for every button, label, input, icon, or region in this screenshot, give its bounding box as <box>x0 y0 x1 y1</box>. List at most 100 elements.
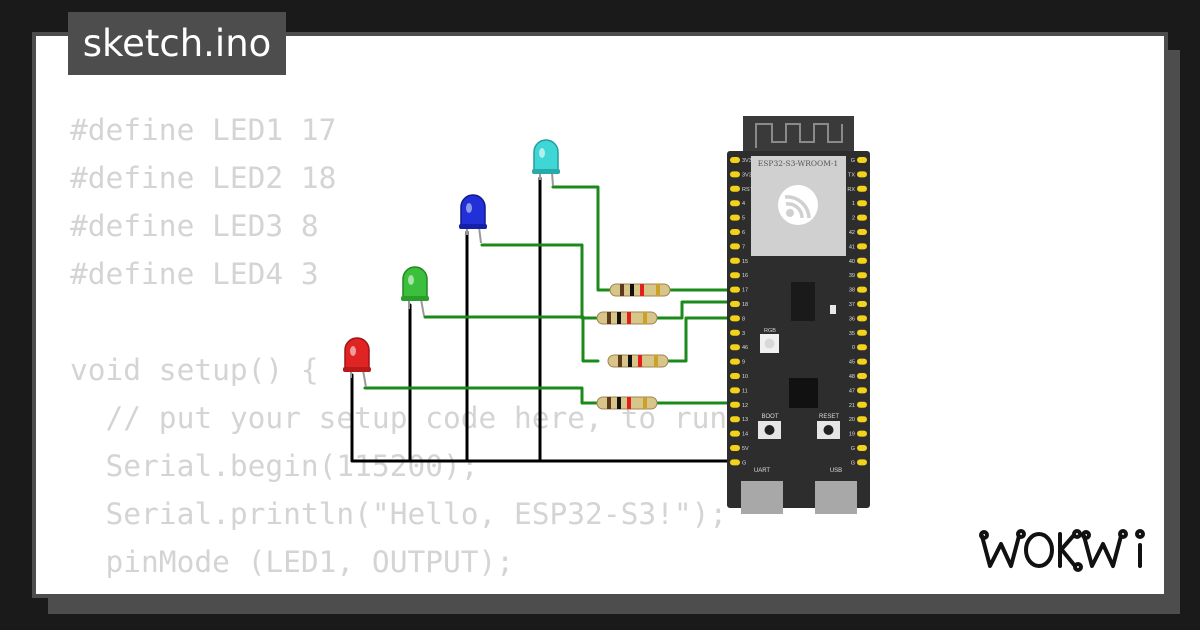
header-pin[interactable] <box>730 344 740 351</box>
header-pin[interactable] <box>730 416 740 423</box>
pin-label: 2 <box>852 216 855 222</box>
pin-label: G <box>851 460 855 466</box>
code-line: pinMode (LED1, OUTPUT); <box>70 545 515 579</box>
pin-label: 47 <box>849 388 855 394</box>
header-pin[interactable] <box>857 459 867 466</box>
header-pin[interactable] <box>857 445 867 451</box>
header-pin[interactable] <box>857 315 867 322</box>
header-pin[interactable] <box>730 401 740 408</box>
header-pin[interactable] <box>730 171 740 178</box>
pin-label: 3V3 <box>742 172 752 178</box>
header-pin[interactable] <box>857 401 867 408</box>
pin-label: 39 <box>849 273 855 279</box>
header-pin[interactable] <box>730 286 740 293</box>
boot-button[interactable] <box>758 421 781 439</box>
header-pin[interactable] <box>857 185 867 192</box>
code-line: pinMode (LED2, OUTPUT); <box>70 586 834 594</box>
header-pin[interactable] <box>730 445 740 451</box>
pin-label: 17 <box>742 288 748 294</box>
pin-label: 15 <box>742 259 748 265</box>
pin-label: 42 <box>849 230 855 236</box>
pin-label: 18 <box>742 302 748 308</box>
led-red[interactable] <box>343 337 371 388</box>
pin-label: 10 <box>742 374 748 380</box>
header-pin[interactable] <box>730 200 740 207</box>
header-pin[interactable] <box>730 229 740 235</box>
code-line: #define LED3 8 <box>70 209 319 243</box>
header-pin[interactable] <box>730 185 740 192</box>
rgb-label: RGB <box>764 328 776 334</box>
header-pin[interactable] <box>857 430 867 437</box>
header-pin[interactable] <box>857 257 867 264</box>
header-pin[interactable] <box>857 229 867 235</box>
pin-label: 9 <box>742 360 745 366</box>
header-pin[interactable] <box>730 243 740 250</box>
header-pin[interactable] <box>730 430 740 437</box>
pin-label: 20 <box>849 417 855 423</box>
pin-headers: 3V33V3RST4567151617188346910111213145VGG… <box>730 157 867 466</box>
header-pin[interactable] <box>730 459 740 466</box>
pin-label: 7 <box>742 244 745 250</box>
esp32-s3-board[interactable]: ESP32-S3-WROOM-1 RGB BOOT RESET UART USB… <box>727 116 870 514</box>
header-pin[interactable] <box>857 171 867 178</box>
header-pin[interactable] <box>730 214 740 221</box>
pin-label: G <box>851 158 855 164</box>
led-blue[interactable] <box>459 194 487 244</box>
resistor[interactable] <box>596 396 658 410</box>
header-pin[interactable] <box>857 387 867 394</box>
code-line: Serial.println("Hello, ESP32-S3!"); <box>70 497 728 531</box>
pin-label: 3 <box>742 331 745 337</box>
header-pin[interactable] <box>857 373 867 379</box>
header-pin[interactable] <box>857 286 867 293</box>
header-pin[interactable] <box>857 200 867 207</box>
resistor[interactable] <box>609 283 671 297</box>
pin-label: 13 <box>742 417 748 423</box>
smd-component <box>830 305 836 314</box>
header-pin[interactable] <box>730 358 740 365</box>
header-pin[interactable] <box>730 373 740 379</box>
usb-chip <box>789 378 818 408</box>
pin-label: 35 <box>849 331 855 337</box>
header-pin[interactable] <box>857 214 867 221</box>
led-green[interactable] <box>401 266 429 317</box>
resistor[interactable] <box>596 311 658 325</box>
header-pin[interactable] <box>730 157 740 163</box>
uart-label: UART <box>754 468 771 474</box>
pin-label: 46 <box>742 345 748 351</box>
header-pin[interactable] <box>857 301 867 307</box>
pin-label: 0 <box>852 345 855 351</box>
usb-port[interactable] <box>815 481 857 514</box>
pin-label: 38 <box>849 288 855 294</box>
header-pin[interactable] <box>730 272 740 279</box>
resistor[interactable] <box>607 354 669 368</box>
uart-usb-port[interactable] <box>741 481 783 514</box>
pin-label: 45 <box>849 360 855 366</box>
pin-label: 12 <box>742 403 748 409</box>
header-pin[interactable] <box>857 416 867 423</box>
pin-label: 19 <box>849 432 855 438</box>
code-line: Serial.begin(115200); <box>70 449 479 483</box>
header-pin[interactable] <box>730 387 740 394</box>
wokwi-logo <box>979 529 1145 572</box>
header-pin[interactable] <box>857 243 867 250</box>
header-pin[interactable] <box>857 329 867 336</box>
boot-label: BOOT <box>761 414 778 420</box>
header-pin[interactable] <box>730 329 740 336</box>
espressif-logo <box>778 185 818 225</box>
header-pin[interactable] <box>730 257 740 264</box>
header-pin[interactable] <box>730 301 740 307</box>
header-pin[interactable] <box>857 157 867 163</box>
pin-label: 4 <box>742 201 745 207</box>
file-tab[interactable]: sketch.ino <box>68 12 286 75</box>
module-label: ESP32-S3-WROOM-1 <box>758 159 838 168</box>
pin-label: 6 <box>742 230 745 236</box>
header-pin[interactable] <box>857 272 867 279</box>
header-pin[interactable] <box>857 344 867 351</box>
header-pin[interactable] <box>857 358 867 365</box>
led-cyan[interactable] <box>532 139 560 187</box>
header-pin[interactable] <box>730 315 740 322</box>
pin-label: 37 <box>849 302 855 308</box>
chip <box>791 282 815 321</box>
pin-label: 16 <box>742 273 748 279</box>
reset-button[interactable] <box>817 421 840 439</box>
